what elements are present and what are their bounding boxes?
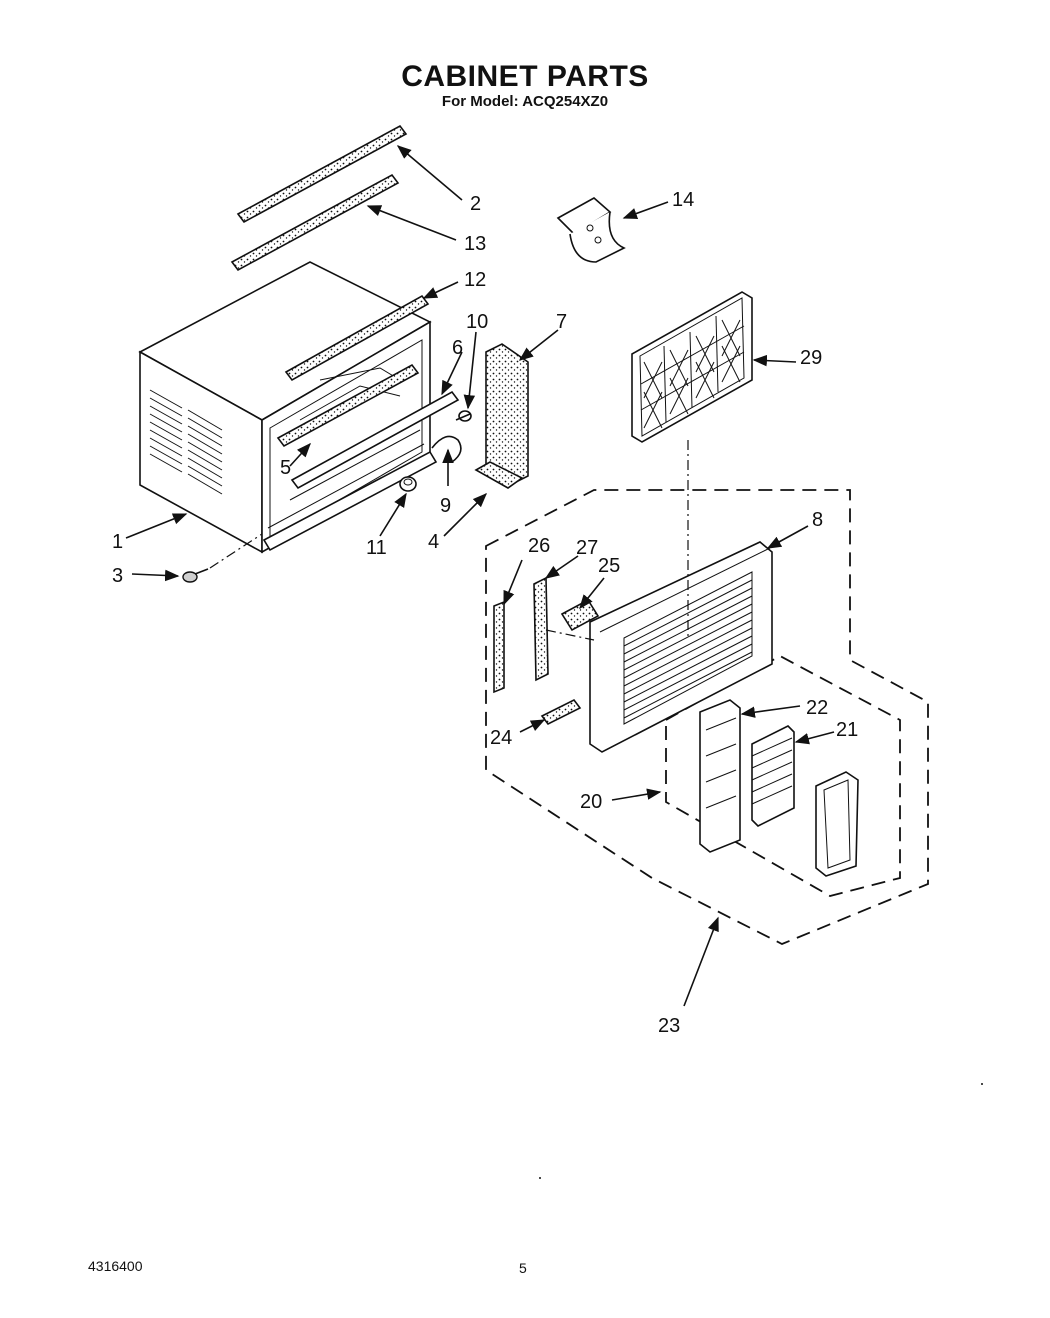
assembly-23-outline: [485, 489, 929, 945]
callout-12: 12: [464, 269, 486, 291]
callout-14: 14: [672, 189, 694, 211]
callout-22: 22: [806, 697, 828, 719]
air-filter: [631, 291, 753, 443]
foam-block: [474, 461, 524, 489]
upper-seal-strip: [230, 173, 400, 272]
bottom-gasket: [540, 698, 582, 726]
mounting-screw: [182, 568, 209, 583]
bottom-rail: [262, 450, 438, 552]
callout-8: 8: [812, 509, 823, 531]
callout-4: 4: [428, 531, 439, 553]
callout-1: 1: [112, 531, 123, 553]
louver-frame: [815, 771, 859, 877]
page-title: CABINET PARTS: [401, 60, 649, 93]
side-seal-strip: [284, 294, 430, 382]
side-gasket: [493, 600, 505, 694]
callout-21: 21: [836, 719, 858, 741]
callout-29: 29: [800, 347, 822, 369]
callout-11: 11: [366, 537, 387, 559]
callout-25: 25: [598, 555, 620, 577]
callout-9: 9: [440, 495, 451, 517]
front-seal-strip: [276, 363, 420, 448]
callout-10: 10: [466, 311, 488, 333]
top-seal-strip: [236, 124, 408, 224]
mounting-rail: [290, 390, 460, 490]
louver-blades: [751, 725, 795, 827]
callout-26: 26: [528, 535, 550, 557]
cabinet-shell: [138, 261, 432, 554]
page-number: 5: [519, 1260, 527, 1276]
callout-7: 7: [556, 311, 567, 333]
louver-holder: [699, 699, 741, 853]
spring-clip: [431, 435, 462, 463]
model-subtitle: For Model: ACQ254XZ0: [441, 93, 609, 110]
leader-lines: [125, 145, 835, 1007]
plug-part: [399, 476, 417, 492]
assembly-20-outline: [665, 654, 901, 897]
screw-part: [455, 410, 472, 422]
callout-13: 13: [464, 233, 486, 255]
callout-6: 6: [452, 337, 463, 359]
document-number: 4316400: [88, 1258, 143, 1274]
callout-5: 5: [280, 457, 291, 479]
mounting-bracket: [556, 197, 626, 263]
callout-20: 20: [580, 791, 602, 813]
callout-3: 3: [112, 565, 123, 587]
callout-27: 27: [576, 537, 598, 559]
callout-2: 2: [470, 193, 481, 215]
callout-23: 23: [658, 1015, 680, 1037]
vertical-gasket: [533, 576, 549, 682]
callout-24: 24: [490, 727, 512, 749]
